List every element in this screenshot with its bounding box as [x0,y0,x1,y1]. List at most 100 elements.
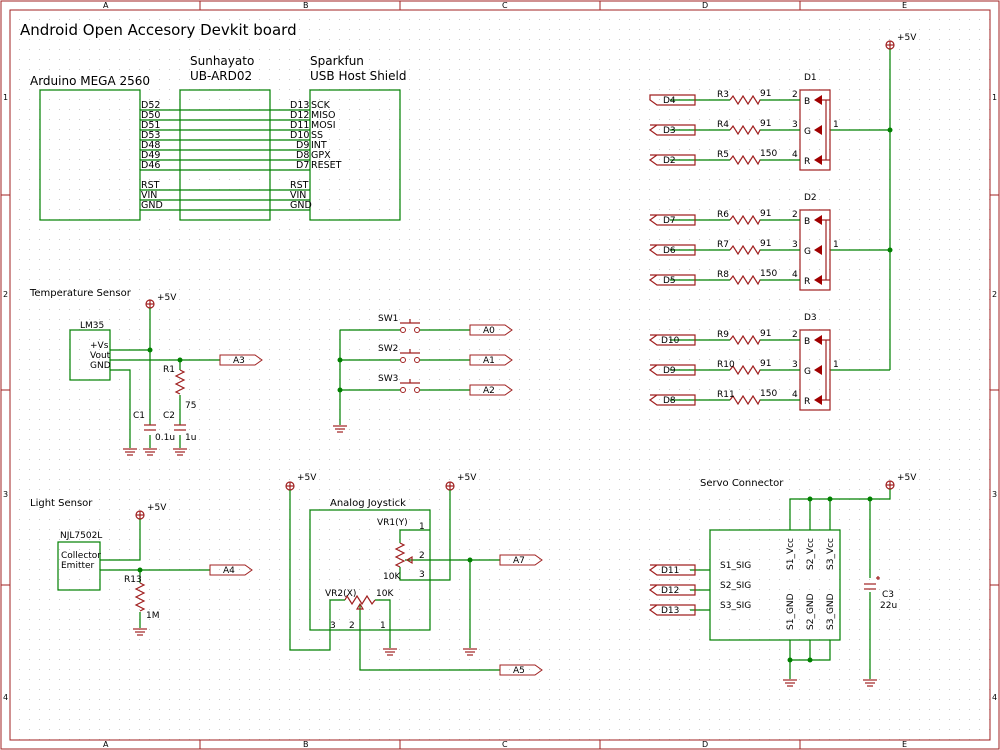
servo-pin: S3_SIG [720,601,751,611]
resistor-ref: R6 [717,210,729,220]
row-label: 2 [992,290,997,299]
rgb-led-d3: D3 D10 D9 D8 R9 R10 R11 91 91 150 2 3 [648,313,839,411]
switch-label: SW2 [378,344,398,354]
ground-symbol [133,628,147,636]
mega-pin: D49 [141,150,160,161]
resistor-value: 150 [760,269,777,279]
net-label-d11 [648,564,696,576]
net-label-text: D11 [661,566,679,576]
rgb-led-section: +5V D1 D4 D3 D2 R3 R [648,33,917,411]
power-label: +5V [297,473,317,483]
resistor-ref: R7 [717,240,729,250]
col-label: E [902,740,907,749]
shield-pin: D13 [290,100,309,111]
njl7502l-ic [57,541,101,591]
pin-number: 2 [419,551,425,561]
power-symbol [285,481,295,491]
row-label: 4 [992,693,997,702]
rgb-led-d2: D2 D7 D6 D5 R6 R7 R8 91 91 150 2 3 4 [648,193,839,291]
pin-number: 3 [419,570,425,580]
pin-number: 1 [833,360,839,370]
col-label: C [502,740,508,749]
vr1-value: 10K [383,572,401,582]
pin-number: 1 [833,240,839,250]
lm35-pin: Vout [90,351,111,361]
power-symbol [445,481,455,491]
resistor-value: 91 [760,89,771,99]
shield-pin: D8 [296,150,309,161]
njl-pin: Emitter [61,561,95,571]
col-label: A [103,740,109,749]
net-label-text: D2 [663,156,676,166]
servo-pin: S2_GND [806,593,816,630]
pin-number: 2 [349,621,355,631]
page-title: Android Open Accesory Devkit board [20,21,297,39]
row-label: 3 [3,490,8,499]
switch-label: SW3 [378,374,398,384]
led-ref: D3 [804,313,817,323]
njl-label: NJL7502L [60,531,102,541]
resistor-ref: R11 [717,390,735,400]
servo-pin: S3_Vcc [826,538,836,570]
servo-header-box [709,529,841,641]
potentiometer-vr2 [344,594,376,606]
lm35-label: LM35 [80,321,104,331]
pin-number: 1 [380,621,386,631]
power-label: +5V [897,473,917,483]
led-channel: G [804,367,811,377]
shield-func: SCK [311,100,331,111]
pin-number: 1 [833,120,839,130]
mega-pin: GND [141,200,163,211]
ground-symbol [143,448,157,456]
ground-symbol [173,448,187,456]
ground-symbol [463,648,477,656]
grid-dots [10,10,990,740]
c3-value: 22u [880,601,897,611]
net-label-a5 [499,664,543,676]
frame-labels: A B C D E A B C D E 1 2 3 4 1 2 3 4 [3,1,997,749]
power-symbol [145,299,155,309]
mega-pin: D51 [141,120,160,131]
col-label: C [502,1,508,10]
net-label-text: D13 [661,606,679,616]
shield-pin: D7 [296,160,309,171]
resistor-ref: R8 [717,270,729,280]
r1-value: 75 [185,401,196,411]
capacitor-c2 [174,424,186,431]
resistor-value: 91 [760,329,771,339]
net-label-text: D3 [663,126,676,136]
net-label-d13 [648,604,696,616]
net-label-a7 [499,554,543,566]
mega-pin: D50 [141,110,160,121]
net-label-a4 [209,564,253,576]
pin-number: 3 [330,621,336,631]
power-symbol [885,40,895,50]
power-label: +5V [157,293,177,303]
ground-symbol [783,679,797,687]
servo-connector: Servo Connector +5V S1_SIG S2_SIG S3_SIG… [648,473,917,687]
power-symbol [135,510,145,520]
pin-number: 1 [419,522,425,532]
arduino-label: Arduino MEGA 2560 [30,74,150,88]
joystick-title: Analog Joystick [330,498,406,509]
shield-func: INT [311,140,327,151]
net-label-text: D4 [663,96,676,106]
col-label: B [303,740,309,749]
c1-ref: C1 [133,411,145,421]
switch-section: SW1 SW2 SW3 A0 A1 A2 [333,314,513,433]
shield-pin: VIN [290,190,306,201]
net-label-text: D8 [663,396,676,406]
mega-pin: VIN [141,190,157,201]
shield-pin: D12 [290,110,309,121]
pin-number: 2 [792,330,798,340]
mega-pin: D53 [141,130,160,141]
pin-number: 2 [792,210,798,220]
col-label: B [303,1,309,10]
net-label-text: A5 [513,666,525,676]
mega-pin: D48 [141,140,160,151]
net-label-d12 [648,584,696,596]
lm35-pin: GND [90,361,111,371]
potentiometer-vr1 [394,542,406,568]
